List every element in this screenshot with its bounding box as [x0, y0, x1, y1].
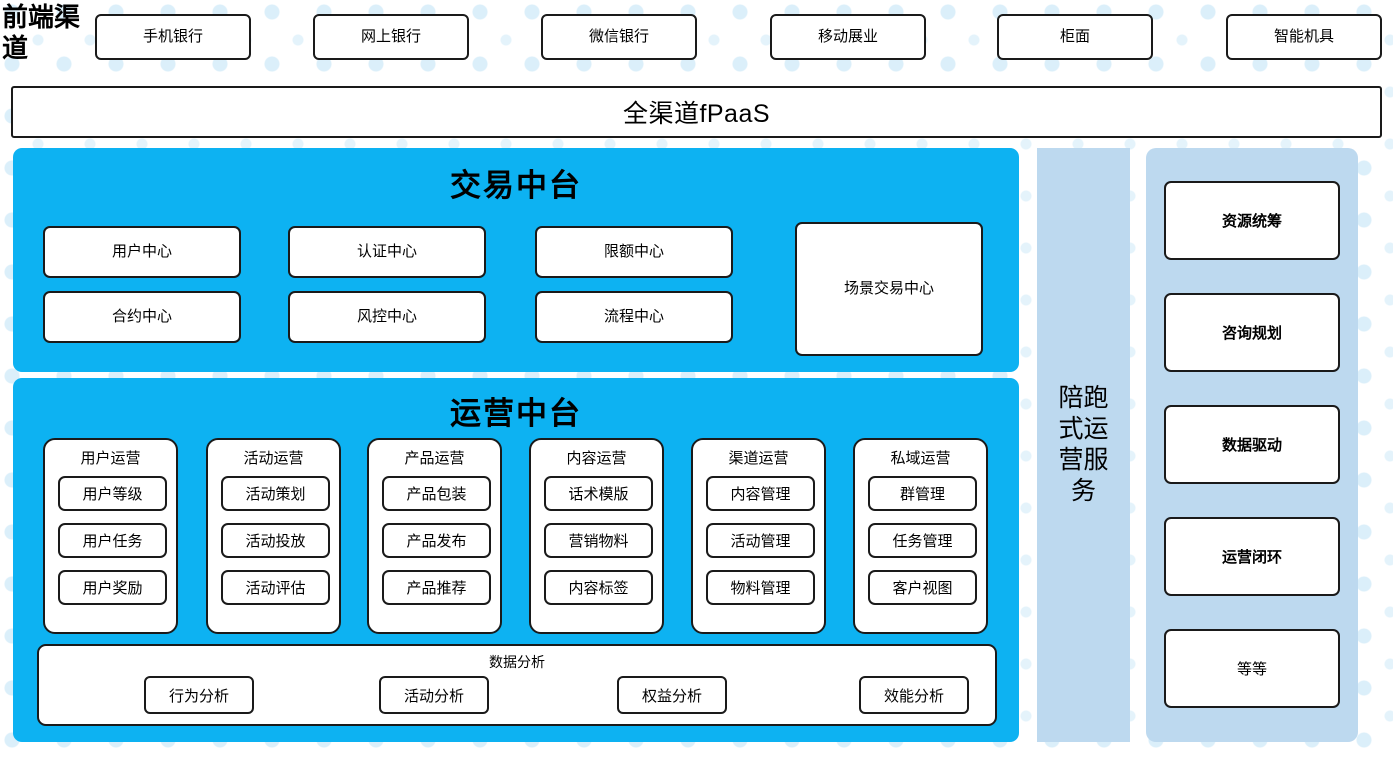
data-analysis-box: 数据分析 行为分析 活动分析 权益分析 效能分析 [37, 644, 997, 726]
accompany-service-label: 陪跑式运营服务 [1058, 384, 1109, 505]
operation-group: 产品运营产品包装产品发布产品推荐 [367, 438, 502, 634]
operation-group-item[interactable]: 用户任务 [58, 523, 167, 558]
operation-group: 私域运营群管理任务管理客户视图 [853, 438, 988, 634]
operation-group-item[interactable]: 产品推荐 [382, 570, 491, 605]
operation-group-title: 内容运营 [566, 450, 627, 467]
frontend-channel-label: 前端渠道 [2, 3, 81, 63]
service-item[interactable]: 资源统筹 [1164, 181, 1340, 260]
service-item[interactable]: 等等 [1164, 629, 1340, 708]
operation-group-title: 用户运营 [80, 450, 141, 467]
operation-group-item[interactable]: 活动策划 [221, 476, 330, 511]
channel-box[interactable]: 移动展业 [770, 14, 926, 60]
channel-box[interactable]: 手机银行 [95, 14, 251, 60]
operation-group-title: 渠道运营 [728, 450, 789, 467]
operation-group: 内容运营话术模版营销物料内容标签 [529, 438, 664, 634]
operation-group-item[interactable]: 用户奖励 [58, 570, 167, 605]
fpaas-bar: 全渠道fPaaS [11, 86, 1382, 138]
service-item[interactable]: 咨询规划 [1164, 293, 1340, 372]
trade-center-cell[interactable]: 合约中心 [43, 291, 241, 343]
operation-group-item[interactable]: 活动投放 [221, 523, 330, 558]
data-analysis-item[interactable]: 效能分析 [859, 676, 969, 714]
trade-platform-title: 交易中台 [450, 168, 582, 203]
operation-group-item[interactable]: 活动评估 [221, 570, 330, 605]
operation-group: 活动运营活动策划活动投放活动评估 [206, 438, 341, 634]
operation-group-item[interactable]: 群管理 [868, 476, 977, 511]
operation-group-item[interactable]: 内容标签 [544, 570, 653, 605]
data-analysis-item[interactable]: 活动分析 [379, 676, 489, 714]
operation-group-item[interactable]: 客户视图 [868, 570, 977, 605]
channel-box[interactable]: 智能机具 [1226, 14, 1382, 60]
service-panel: 资源统筹咨询规划数据驱动运营闭环等等 [1146, 148, 1358, 742]
trade-center-cell[interactable]: 限额中心 [535, 226, 733, 278]
service-item[interactable]: 数据驱动 [1164, 405, 1340, 484]
operation-group-item[interactable]: 活动管理 [706, 523, 815, 558]
accompany-service-bar: 陪跑式运营服务 [1037, 148, 1130, 742]
operation-group: 渠道运营内容管理活动管理物料管理 [691, 438, 826, 634]
data-analysis-item[interactable]: 权益分析 [617, 676, 727, 714]
operation-group-item[interactable]: 用户等级 [58, 476, 167, 511]
data-analysis-item[interactable]: 行为分析 [144, 676, 254, 714]
channel-box[interactable]: 网上银行 [313, 14, 469, 60]
operation-group-item[interactable]: 营销物料 [544, 523, 653, 558]
operation-group-item[interactable]: 产品包装 [382, 476, 491, 511]
operation-group-title: 私域运营 [890, 450, 951, 467]
channel-box[interactable]: 微信银行 [541, 14, 697, 60]
operation-group-item[interactable]: 话术模版 [544, 476, 653, 511]
channel-box[interactable]: 柜面 [997, 14, 1153, 60]
operation-group-title: 产品运营 [404, 450, 465, 467]
service-item[interactable]: 运营闭环 [1164, 517, 1340, 596]
trade-center-cell[interactable]: 用户中心 [43, 226, 241, 278]
scene-transaction-center-cell[interactable]: 场景交易中心 [795, 222, 983, 356]
operation-group: 用户运营用户等级用户任务用户奖励 [43, 438, 178, 634]
operation-platform-title: 运营中台 [450, 396, 582, 431]
trade-center-cell[interactable]: 认证中心 [288, 226, 486, 278]
data-analysis-title: 数据分析 [489, 654, 545, 670]
operation-group-title: 活动运营 [243, 450, 304, 467]
operation-group-item[interactable]: 任务管理 [868, 523, 977, 558]
trade-center-cell[interactable]: 风控中心 [288, 291, 486, 343]
operation-group-item[interactable]: 内容管理 [706, 476, 815, 511]
trade-center-cell[interactable]: 流程中心 [535, 291, 733, 343]
operation-group-item[interactable]: 物料管理 [706, 570, 815, 605]
operation-group-item[interactable]: 产品发布 [382, 523, 491, 558]
